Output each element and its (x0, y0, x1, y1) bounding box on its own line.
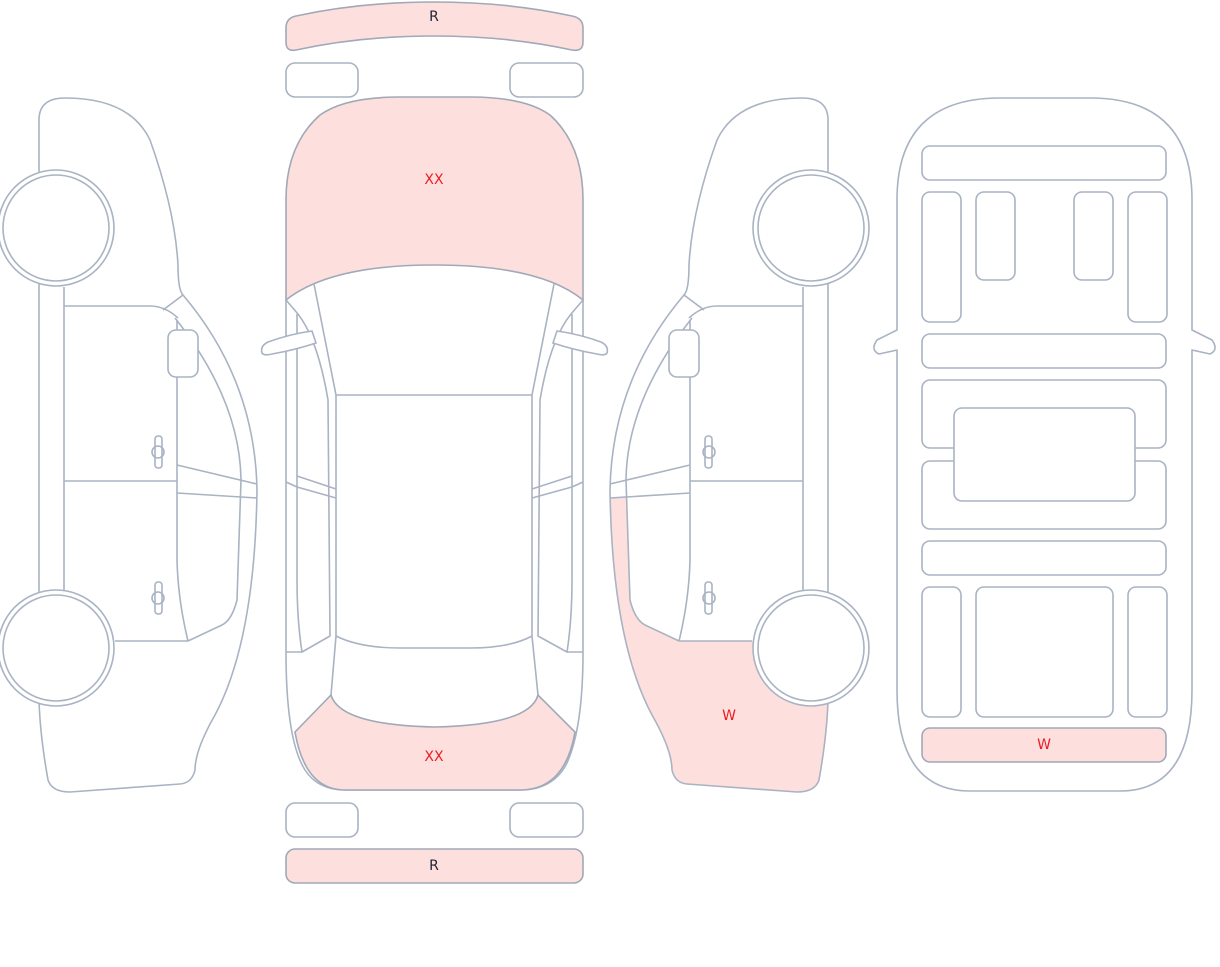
roof[interactable] (335, 395, 533, 649)
dashboard[interactable] (921, 145, 1167, 181)
right-mirror-top[interactable] (551, 330, 609, 356)
front-right-light[interactable] (509, 62, 584, 98)
right-front-wheel[interactable] (752, 169, 870, 287)
door-handle-icon (151, 435, 165, 469)
trunk[interactable] (294, 693, 576, 791)
front-left-door-panel[interactable] (921, 191, 962, 323)
rear-seat[interactable] (975, 586, 1114, 718)
left-rear-wheel[interactable] (0, 589, 115, 707)
front-bumper-label: R (429, 9, 439, 25)
hood[interactable] (285, 96, 584, 302)
door-handle-icon (702, 581, 716, 615)
passenger-seat[interactable] (1073, 191, 1114, 281)
left-mirror-top[interactable] (260, 330, 318, 356)
rear-right-panel[interactable] (1127, 586, 1168, 718)
door-handle-icon (702, 435, 716, 469)
front-right-door-panel[interactable] (1127, 191, 1168, 323)
door-handle-icon (151, 581, 165, 615)
front-left-light[interactable] (285, 62, 359, 98)
rear-floor[interactable] (921, 540, 1167, 576)
rear-bumper[interactable] (285, 848, 584, 884)
right-side-damage-label: W (722, 708, 736, 724)
top-view: R XX XX R (260, 1, 609, 884)
left-b-pillar[interactable] (176, 464, 258, 499)
driver-seat[interactable] (975, 191, 1016, 281)
left-side-view (0, 97, 258, 793)
front-floor[interactable] (921, 333, 1167, 369)
left-front-wheel[interactable] (0, 169, 115, 287)
right-mirror[interactable] (668, 329, 700, 378)
rear-right-light[interactable] (509, 802, 584, 838)
interior-outline (873, 97, 1216, 792)
cargo-damage-label: W (1037, 737, 1051, 753)
rear-bumper-label: R (429, 858, 439, 874)
cargo-area[interactable] (921, 727, 1167, 763)
left-mirror[interactable] (167, 329, 199, 378)
rear-left-light[interactable] (285, 802, 359, 838)
center-console[interactable] (953, 407, 1136, 502)
front-bumper[interactable] (285, 1, 584, 52)
interior-view: W (873, 97, 1216, 792)
hood-damage-label: XX (424, 172, 444, 188)
trunk-damage-label: XX (424, 749, 444, 765)
right-rear-wheel[interactable] (752, 589, 870, 707)
left-body-outline[interactable] (38, 97, 258, 793)
right-side-view (609, 97, 870, 793)
right-body-outline[interactable] (609, 97, 829, 793)
rear-left-panel[interactable] (921, 586, 962, 718)
